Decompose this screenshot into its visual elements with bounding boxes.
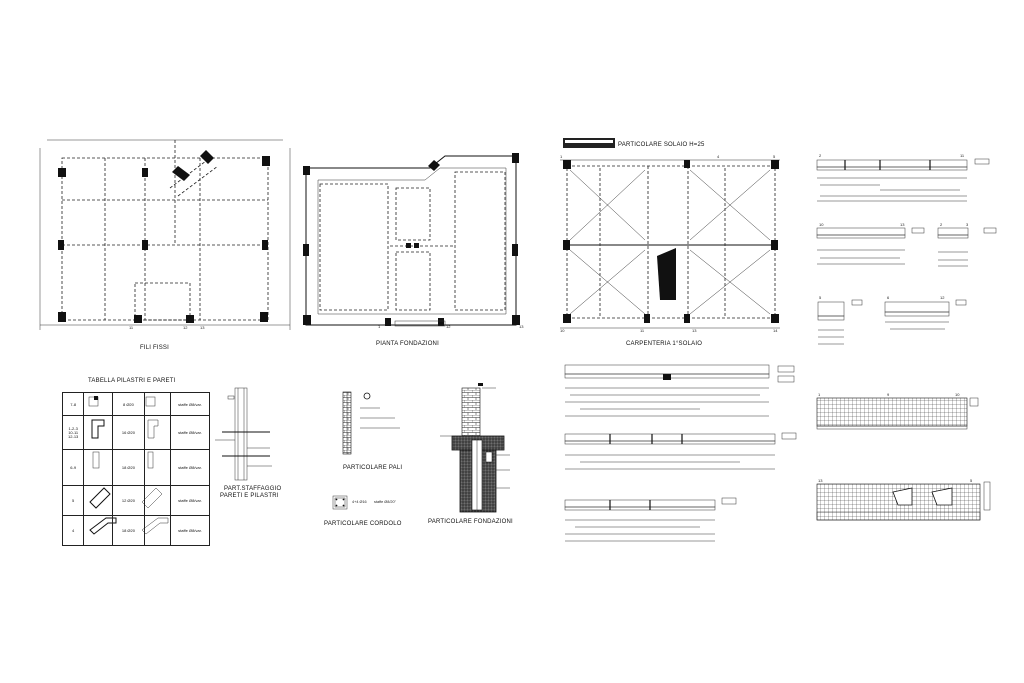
table-row: 6-9 18 Ø20 staffe Ø8/var. (61, 449, 210, 486)
grid-label: 11 (129, 325, 134, 330)
grid-label: 13 (519, 324, 524, 329)
title-cordolo: PARTICOLARE CORDOLO (324, 521, 402, 527)
row-ids: 5 (61, 485, 85, 516)
table-row: 5 12 Ø20 staffe Ø8/var. (61, 485, 210, 516)
grid-label: 13 (692, 328, 697, 333)
fondazioni-section (440, 383, 510, 513)
grid-label: 5 (970, 478, 973, 483)
title-fondazioni-detail: PARTICOLARE FONDAZIONI (428, 519, 513, 525)
row-bars: 18 Ø20 (112, 515, 145, 546)
row-stirrups: staffe Ø8/var. (170, 415, 210, 450)
beam-details-top: 2 11 10 13 2 3 5 6 12 (816, 153, 997, 345)
row-ids: 1-2-3 10-11 12-13 (61, 415, 85, 450)
grid-label: 6 (887, 295, 890, 300)
row-stirrups: staffe Ø8/var. (170, 515, 210, 546)
wall-elevations: 1 9 10 13 5 (816, 392, 991, 521)
grid-label: 10 (560, 328, 565, 333)
title-staffaggio-2: PARETI E PILASTRI (220, 493, 279, 499)
grid-label: 11 (960, 153, 965, 158)
grid-label: 1 (818, 392, 821, 397)
grid-label: 4 (717, 154, 720, 159)
table-row: 7-8 8 Ø20 staffe Ø8/var. (61, 392, 210, 416)
title-fili-fissi: FILI FISSI (140, 345, 170, 351)
grid-label: 10 (955, 392, 960, 397)
row-stirrups: staffe Ø8/var. (170, 392, 210, 416)
title-pianta-fondazioni: PIANTA FONDAZIONI (376, 341, 439, 347)
plan-carpenteria: 1 4 5 10 11 13 14 (560, 138, 780, 333)
grid-label: 12 (446, 324, 451, 329)
plan-pianta-fondazioni: 1 12 13 (303, 153, 524, 329)
grid-label: 13 (900, 222, 905, 227)
grid-label: 5 (773, 154, 776, 159)
grid-label: 12 (183, 325, 188, 330)
title-particolare-solaio: PARTICOLARE SOLAIO H=25 (618, 142, 705, 148)
grid-label: 10 (819, 222, 824, 227)
cordolo-bars-label: 4+4 Ø16 (352, 500, 367, 504)
grid-label: 3 (966, 222, 969, 227)
row-bars: 16 Ø20 (112, 415, 145, 450)
title-pali: PARTICOLARE PALI (343, 465, 403, 471)
row-bars: 12 Ø20 (112, 485, 145, 516)
staffaggio-detail (215, 387, 272, 481)
row-ids: 4 (61, 515, 85, 546)
row-ids: 7-8 (61, 392, 85, 416)
table-row: 4 18 Ø20 staffe Ø8/var. (61, 515, 210, 546)
plan-fili-fissi: 11 12 13 (39, 139, 291, 330)
row-ids: 6-9 (61, 449, 85, 486)
grid-label: 11 (640, 328, 645, 333)
cordolo-detail: 4+4 Ø16 staffe Ø8/20" (332, 495, 397, 510)
pali-detail (342, 391, 400, 455)
title-staffaggio-1: PART.STAFFAGGIO (224, 486, 282, 492)
table-row: 1-2-3 10-11 12-13 16 Ø20 staffe Ø8/var. (61, 415, 210, 450)
grid-label: 2 (940, 222, 943, 227)
beam-details-middle (564, 364, 797, 542)
grid-label: 12 (940, 295, 945, 300)
grid-label: 14 (773, 328, 778, 333)
row-stirrups: staffe Ø8/var. (170, 449, 210, 486)
grid-label: 13 (818, 478, 823, 483)
grid-label: 1 (560, 154, 563, 159)
cordolo-stirrups-label: staffe Ø8/20" (374, 500, 397, 504)
grid-label: 13 (200, 325, 205, 330)
grid-label: 1 (378, 324, 381, 329)
title-tabella: TABELLA PILASTRI E PARETI (88, 378, 176, 384)
grid-label: 5 (819, 295, 822, 300)
title-carpenteria: CARPENTERIA 1°SOLAIO (626, 341, 703, 347)
row-bars: 8 Ø20 (112, 392, 145, 416)
row-bars: 18 Ø20 (112, 449, 145, 486)
grid-label: 2 (819, 153, 822, 158)
row-stirrups: staffe Ø8/var. (170, 485, 210, 516)
tabella-pilastri: 7-8 8 Ø20 staffe Ø8/var. 1-2-3 10-11 12-… (61, 392, 210, 546)
grid-label: 9 (887, 392, 890, 397)
